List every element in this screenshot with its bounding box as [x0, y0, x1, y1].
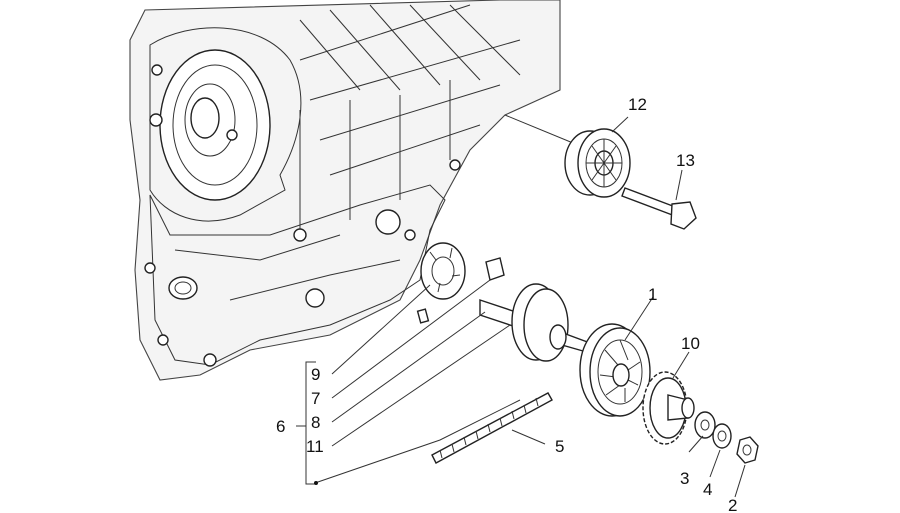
callout-11: 11: [306, 437, 324, 456]
callout-9: 9: [311, 365, 320, 384]
hex-nut: [736, 436, 759, 464]
fan-pulley: [579, 323, 651, 417]
callout-7: 7: [311, 389, 320, 408]
callout-3: 3: [680, 469, 689, 488]
starter-gear: [642, 371, 695, 445]
spacer-bush: [485, 257, 505, 281]
callout-6: 6: [276, 417, 285, 436]
drive-belt: [431, 392, 553, 464]
callout-1: 1: [648, 285, 657, 304]
callout-4: 4: [703, 480, 712, 499]
callout-12: 12: [628, 95, 647, 114]
pulley-bolt: [621, 187, 697, 230]
idler-pulley: [564, 128, 631, 198]
drive-pulley-half: [479, 283, 591, 362]
ramp-plate: [420, 242, 466, 300]
key: [416, 308, 430, 324]
callout-5: 5: [555, 437, 564, 456]
flat-washer: [694, 411, 716, 439]
callout-10: 10: [681, 334, 700, 353]
callout-2: 2: [728, 496, 737, 513]
crankcase-housing: [129, 0, 561, 381]
callout-13: 13: [676, 151, 695, 170]
leader-lines: [296, 116, 746, 498]
spring-washer: [712, 423, 732, 449]
callout-8: 8: [311, 413, 320, 432]
